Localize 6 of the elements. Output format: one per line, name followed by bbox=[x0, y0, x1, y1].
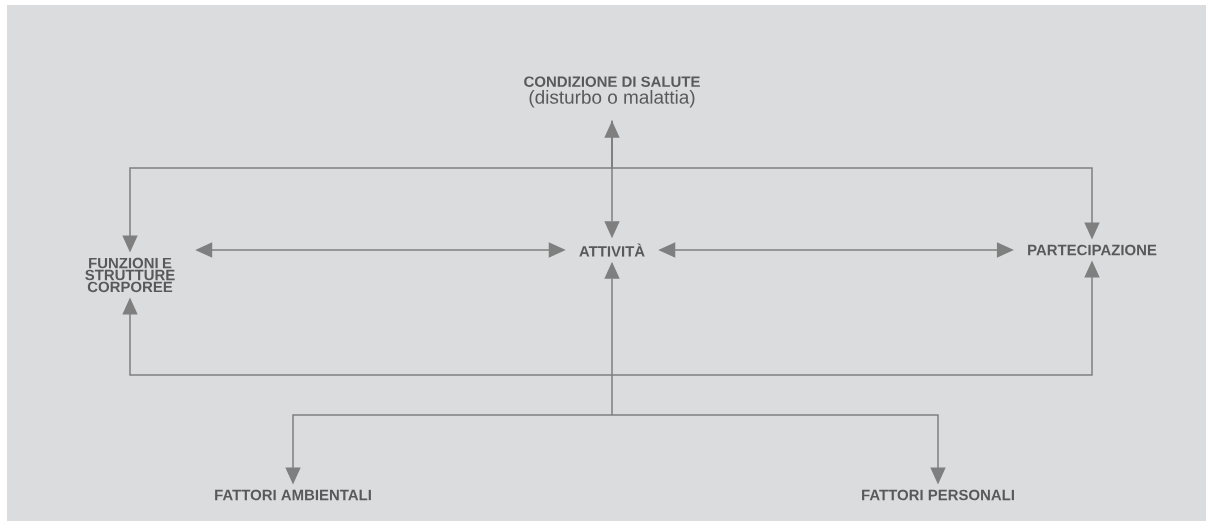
concept-label: FATTORI PERSONALI bbox=[862, 489, 1014, 501]
concept-label: FUNZIONI E STRUTTURE CORPOREE bbox=[85, 257, 175, 293]
concept-label: CONDIZIONE DI SALUTE (disturbo o malattia) bbox=[524, 76, 700, 108]
concept-label: PARTECIPAZIONE bbox=[1028, 244, 1157, 256]
concept-label: FATTORI AMBIENTALI bbox=[215, 489, 371, 501]
concept-label: ATTIVITÀ bbox=[579, 243, 645, 257]
